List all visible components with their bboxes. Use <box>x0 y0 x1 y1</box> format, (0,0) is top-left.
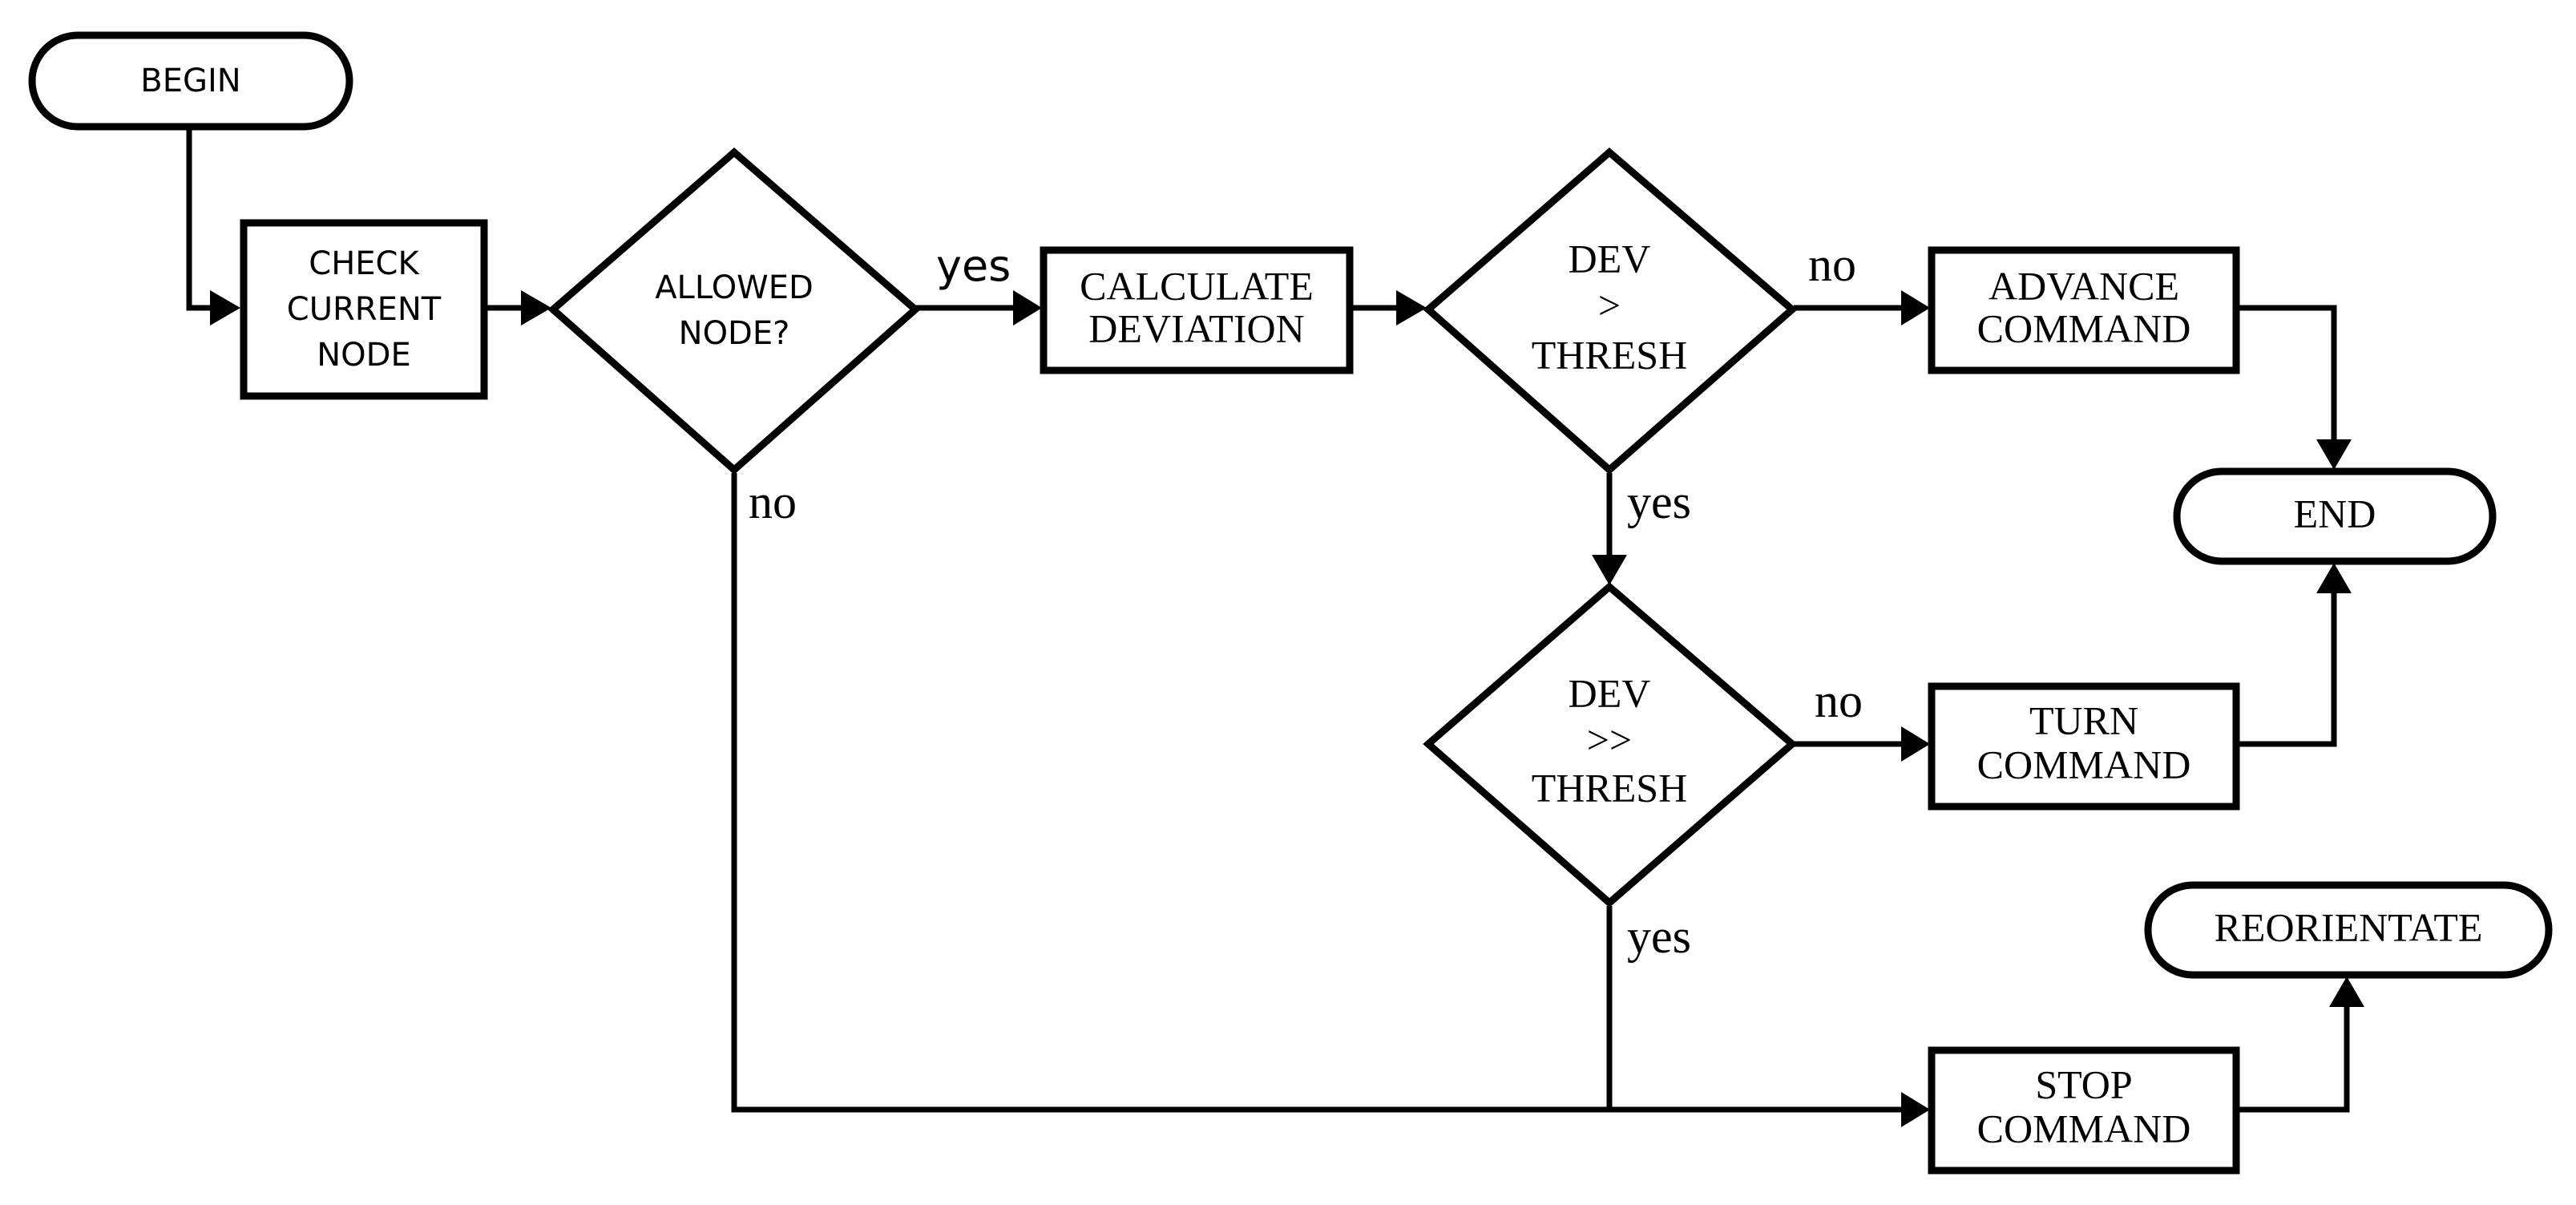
calculate-deviation-box: CALCULATE DEVIATION <box>1040 246 1354 374</box>
check-current-node-box: CHECK CURRENT NODE <box>240 219 488 400</box>
arrowhead-allowed <box>521 290 551 326</box>
arrowhead-advance <box>1901 290 1930 326</box>
check-node-line-1: CHECK <box>309 245 420 282</box>
end-terminal: END <box>2173 467 2497 565</box>
stop-command-box: STOP COMMAND <box>1928 1046 2240 1175</box>
arrowhead-end-top <box>2316 439 2352 470</box>
dev-gtgt-line-3: THRESH <box>1532 765 1687 810</box>
check-node-line-3: NODE <box>317 337 410 374</box>
arrowhead-turn <box>1901 726 1930 762</box>
label-dev-gtgt-no: no <box>1815 674 1863 727</box>
begin-label: BEGIN <box>140 63 240 99</box>
check-node-line-2: CURRENT <box>287 291 442 328</box>
allowed-node-line-1: ALLOWED <box>655 269 814 306</box>
allowed-node-decision: ALLOWED NODE? <box>547 148 921 475</box>
stop-line-2: COMMAND <box>1977 1106 2191 1150</box>
label-dev-gt-yes: yes <box>1627 475 1691 528</box>
dev-gtgt-line-2: >> <box>1587 717 1632 762</box>
calculate-line-1: CALCULATE <box>1080 263 1314 308</box>
allowed-node-line-2: NODE? <box>679 315 790 352</box>
arrowhead-dev <box>1396 290 1427 326</box>
advance-line-1: ADVANCE <box>1989 263 2179 308</box>
dev-gt-line-3: THRESH <box>1532 332 1687 377</box>
edge-allowed-no <box>731 473 1901 1113</box>
arrowhead-reorientate <box>2329 977 2364 1007</box>
advance-command-box: ADVANCE COMMAND <box>1928 246 2240 374</box>
dev-gtgt-line-1: DEV <box>1569 670 1651 715</box>
arrowhead-stop <box>1901 1092 1930 1127</box>
connectors <box>186 127 2364 1127</box>
label-allowed-yes: yes <box>936 241 1011 291</box>
reorientate-label: REORIENTATE <box>2215 904 2483 949</box>
turn-line-1: TURN <box>2029 698 2138 742</box>
turn-line-2: COMMAND <box>1977 742 2191 786</box>
label-allowed-no: no <box>749 475 797 528</box>
edge-stop-to-reorientate <box>2196 1007 2350 1113</box>
edge-turn-to-end <box>2196 593 2337 747</box>
edge-advance-to-end <box>2196 305 2337 439</box>
dev-gt-line-1: DEV <box>1569 236 1651 281</box>
arrowhead-calculate <box>1013 290 1042 326</box>
end-label: END <box>2294 491 2376 536</box>
arrowhead-end-bottom <box>2316 563 2352 593</box>
arrowhead-dev2 <box>1592 555 1627 585</box>
dev-gtgt-thresh-decision: DEV >> THRESH <box>1423 582 1798 908</box>
label-dev-gtgt-yes: yes <box>1627 910 1691 963</box>
edge-begin-to-check <box>186 127 210 311</box>
begin-terminal: BEGIN <box>28 31 353 131</box>
turn-command-box: TURN COMMAND <box>1928 682 2240 811</box>
arrowhead-check <box>210 290 240 326</box>
edge-labels: yes no no yes no yes <box>749 238 1863 963</box>
calculate-line-2: DEVIATION <box>1088 305 1304 350</box>
advance-line-2: COMMAND <box>1977 305 2191 350</box>
dev-gt-line-2: > <box>1598 282 1621 327</box>
reorientate-terminal: REORIENTATE <box>2144 881 2553 979</box>
label-dev-gt-no: no <box>1808 238 1856 291</box>
stop-line-1: STOP <box>2035 1061 2132 1106</box>
dev-gt-thresh-decision: DEV > THRESH <box>1423 148 1798 475</box>
